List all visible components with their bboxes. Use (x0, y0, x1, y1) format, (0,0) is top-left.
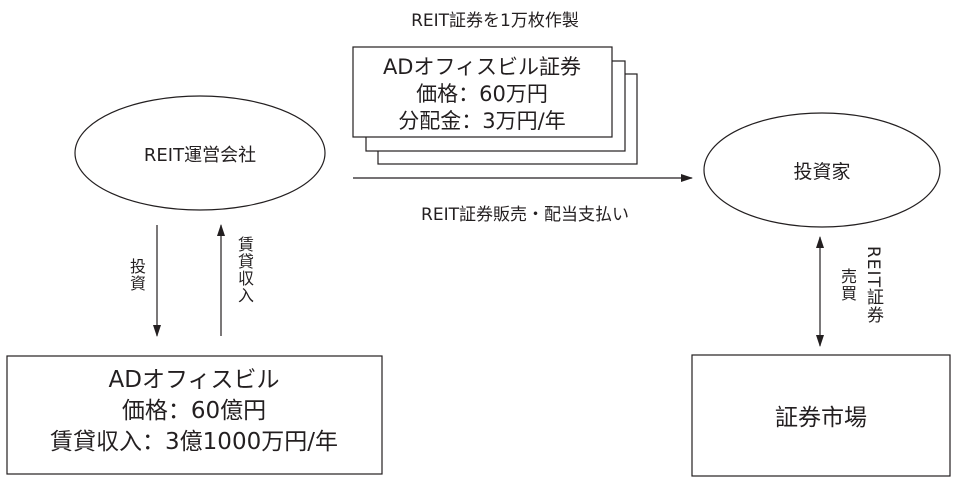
reit-company-label: REIT運営会社 (143, 145, 257, 166)
rent-income-label: 賃貸収入 (235, 236, 254, 304)
security-card-dividend: 分配金：3万円/年 (398, 109, 566, 133)
investor-node (703, 112, 941, 228)
building-name: ADオフィスビル (108, 367, 280, 393)
building-rent-income: 賃貸収入：3億1000万円/年 (50, 429, 338, 455)
securities-market-node (691, 354, 951, 477)
trading-label: 売買 (838, 268, 857, 302)
investor-label: 投資家 (793, 161, 851, 183)
securities-market-label: 証券市場 (775, 405, 867, 431)
reit-company-node (74, 95, 326, 211)
invest-label: 投資 (127, 258, 146, 292)
security-card-price: 価格：60万円 (416, 82, 548, 106)
security-card-name: ADオフィスビル証券 (382, 55, 582, 79)
building-price: 価格：60億円 (121, 398, 267, 424)
issue-securities-label: REIT証券を1万枚作製 (411, 11, 579, 31)
sales-dividend-label: REIT証券販売・配当支払い (421, 205, 629, 225)
security-card-text: ADオフィスビル証券 価格：60万円 分配金：3万円/年 (383, 54, 581, 135)
security-card-front (352, 46, 613, 138)
reit-securities-label: REIT証券 (863, 246, 883, 324)
office-building-text: ADオフィスビル 価格：60億円 賃貸収入：3億1000万円/年 (50, 365, 338, 458)
office-building-node (6, 355, 383, 475)
